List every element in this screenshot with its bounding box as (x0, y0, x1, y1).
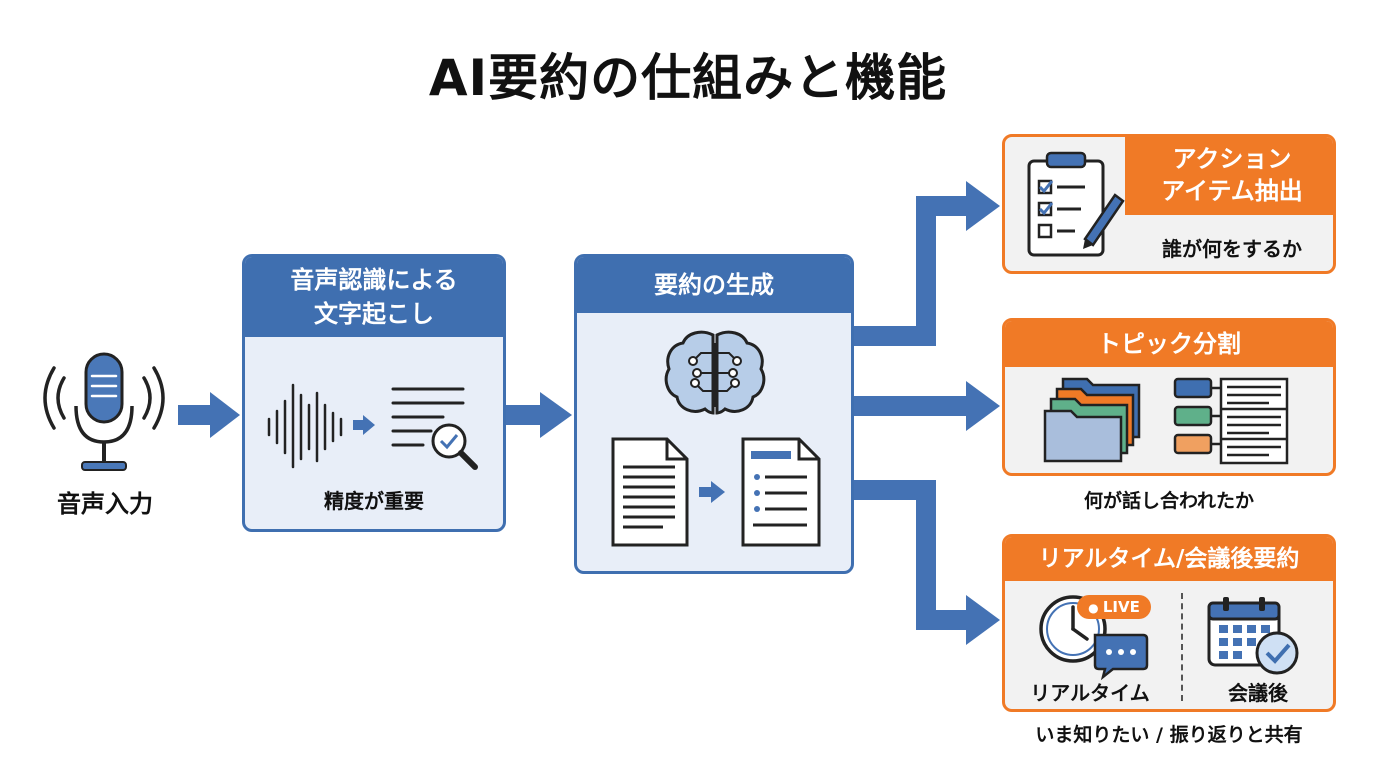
live-badge-text: LIVE (1102, 598, 1140, 616)
transcription-box: 音声認識による 文字起こし (242, 254, 506, 532)
action-items-title: アクション アイテム抽出 (1125, 137, 1333, 215)
arrow-head (210, 392, 240, 438)
summary-box: 要約の生成 (574, 254, 854, 574)
small-arrow-icon (353, 415, 375, 435)
summary-title: 要約の生成 (577, 257, 851, 313)
text-lines-icon (391, 387, 465, 447)
action-items-box: アクション アイテム抽出 誰が何をするか (1002, 134, 1336, 274)
arrow-head (966, 381, 1000, 431)
action-items-title-line1: アクション (1172, 145, 1292, 173)
arrow-shaft (178, 405, 212, 425)
transcription-title: 音声認識による 文字起こし (245, 257, 503, 337)
topic-segments-icon (1173, 377, 1289, 465)
topics-caption: 何が話し合われたか (1083, 490, 1255, 512)
after-meeting-label: 会議後 (1228, 681, 1288, 705)
transcription-illustration (267, 383, 478, 470)
timing-box: リアルタイム/会議後要約 ● LIVE リアルタイム 会議後 (1002, 534, 1336, 712)
sound-wave-icon (267, 383, 343, 469)
pencil-icon (1083, 193, 1125, 249)
live-dot-icon: ● (1088, 601, 1103, 615)
timing-caption: いま知りたい / 振り返りと共有 (1035, 724, 1303, 746)
arrow-head (540, 392, 572, 438)
input-label: 音声入力 (57, 490, 153, 518)
action-items-title-line2: アイテム抽出 (1161, 177, 1303, 205)
arrow-shaft (852, 196, 968, 346)
magnifier-check-icon (431, 423, 478, 470)
arrow-head (966, 181, 1000, 231)
live-badge: ● LIVE (1077, 595, 1151, 619)
document-transform-illustration (611, 437, 821, 547)
microphone-icon (43, 352, 165, 471)
transcription-caption: 精度が重要 (324, 489, 424, 513)
calendar-check-icon (1207, 597, 1299, 675)
action-items-caption: 誰が何をするか (1162, 237, 1302, 261)
timing-title: リアルタイム/会議後要約 (1005, 537, 1333, 581)
transcription-title-line2: 文字起こし (314, 300, 434, 328)
brain-icon (664, 330, 766, 415)
topics-box: トピック分割 (1002, 318, 1336, 476)
arrow-shaft (506, 405, 542, 425)
page-title: AI要約の仕組みと機能 (428, 49, 948, 107)
arrow-shaft (852, 396, 970, 416)
divider (1181, 593, 1183, 701)
arrow-shaft (852, 480, 968, 630)
summary-document-icon (741, 437, 821, 547)
arrow-head (966, 595, 1000, 645)
realtime-label: リアルタイム (1030, 681, 1150, 705)
topics-title: トピック分割 (1005, 321, 1333, 367)
transcription-title-line1: 音声認識による (290, 266, 458, 294)
chat-bubble-icon (1093, 633, 1149, 681)
clipboard-checklist-icon (1027, 151, 1125, 257)
small-arrow-icon (699, 481, 725, 503)
source-document-icon (611, 437, 689, 547)
folders-icon (1043, 377, 1141, 463)
